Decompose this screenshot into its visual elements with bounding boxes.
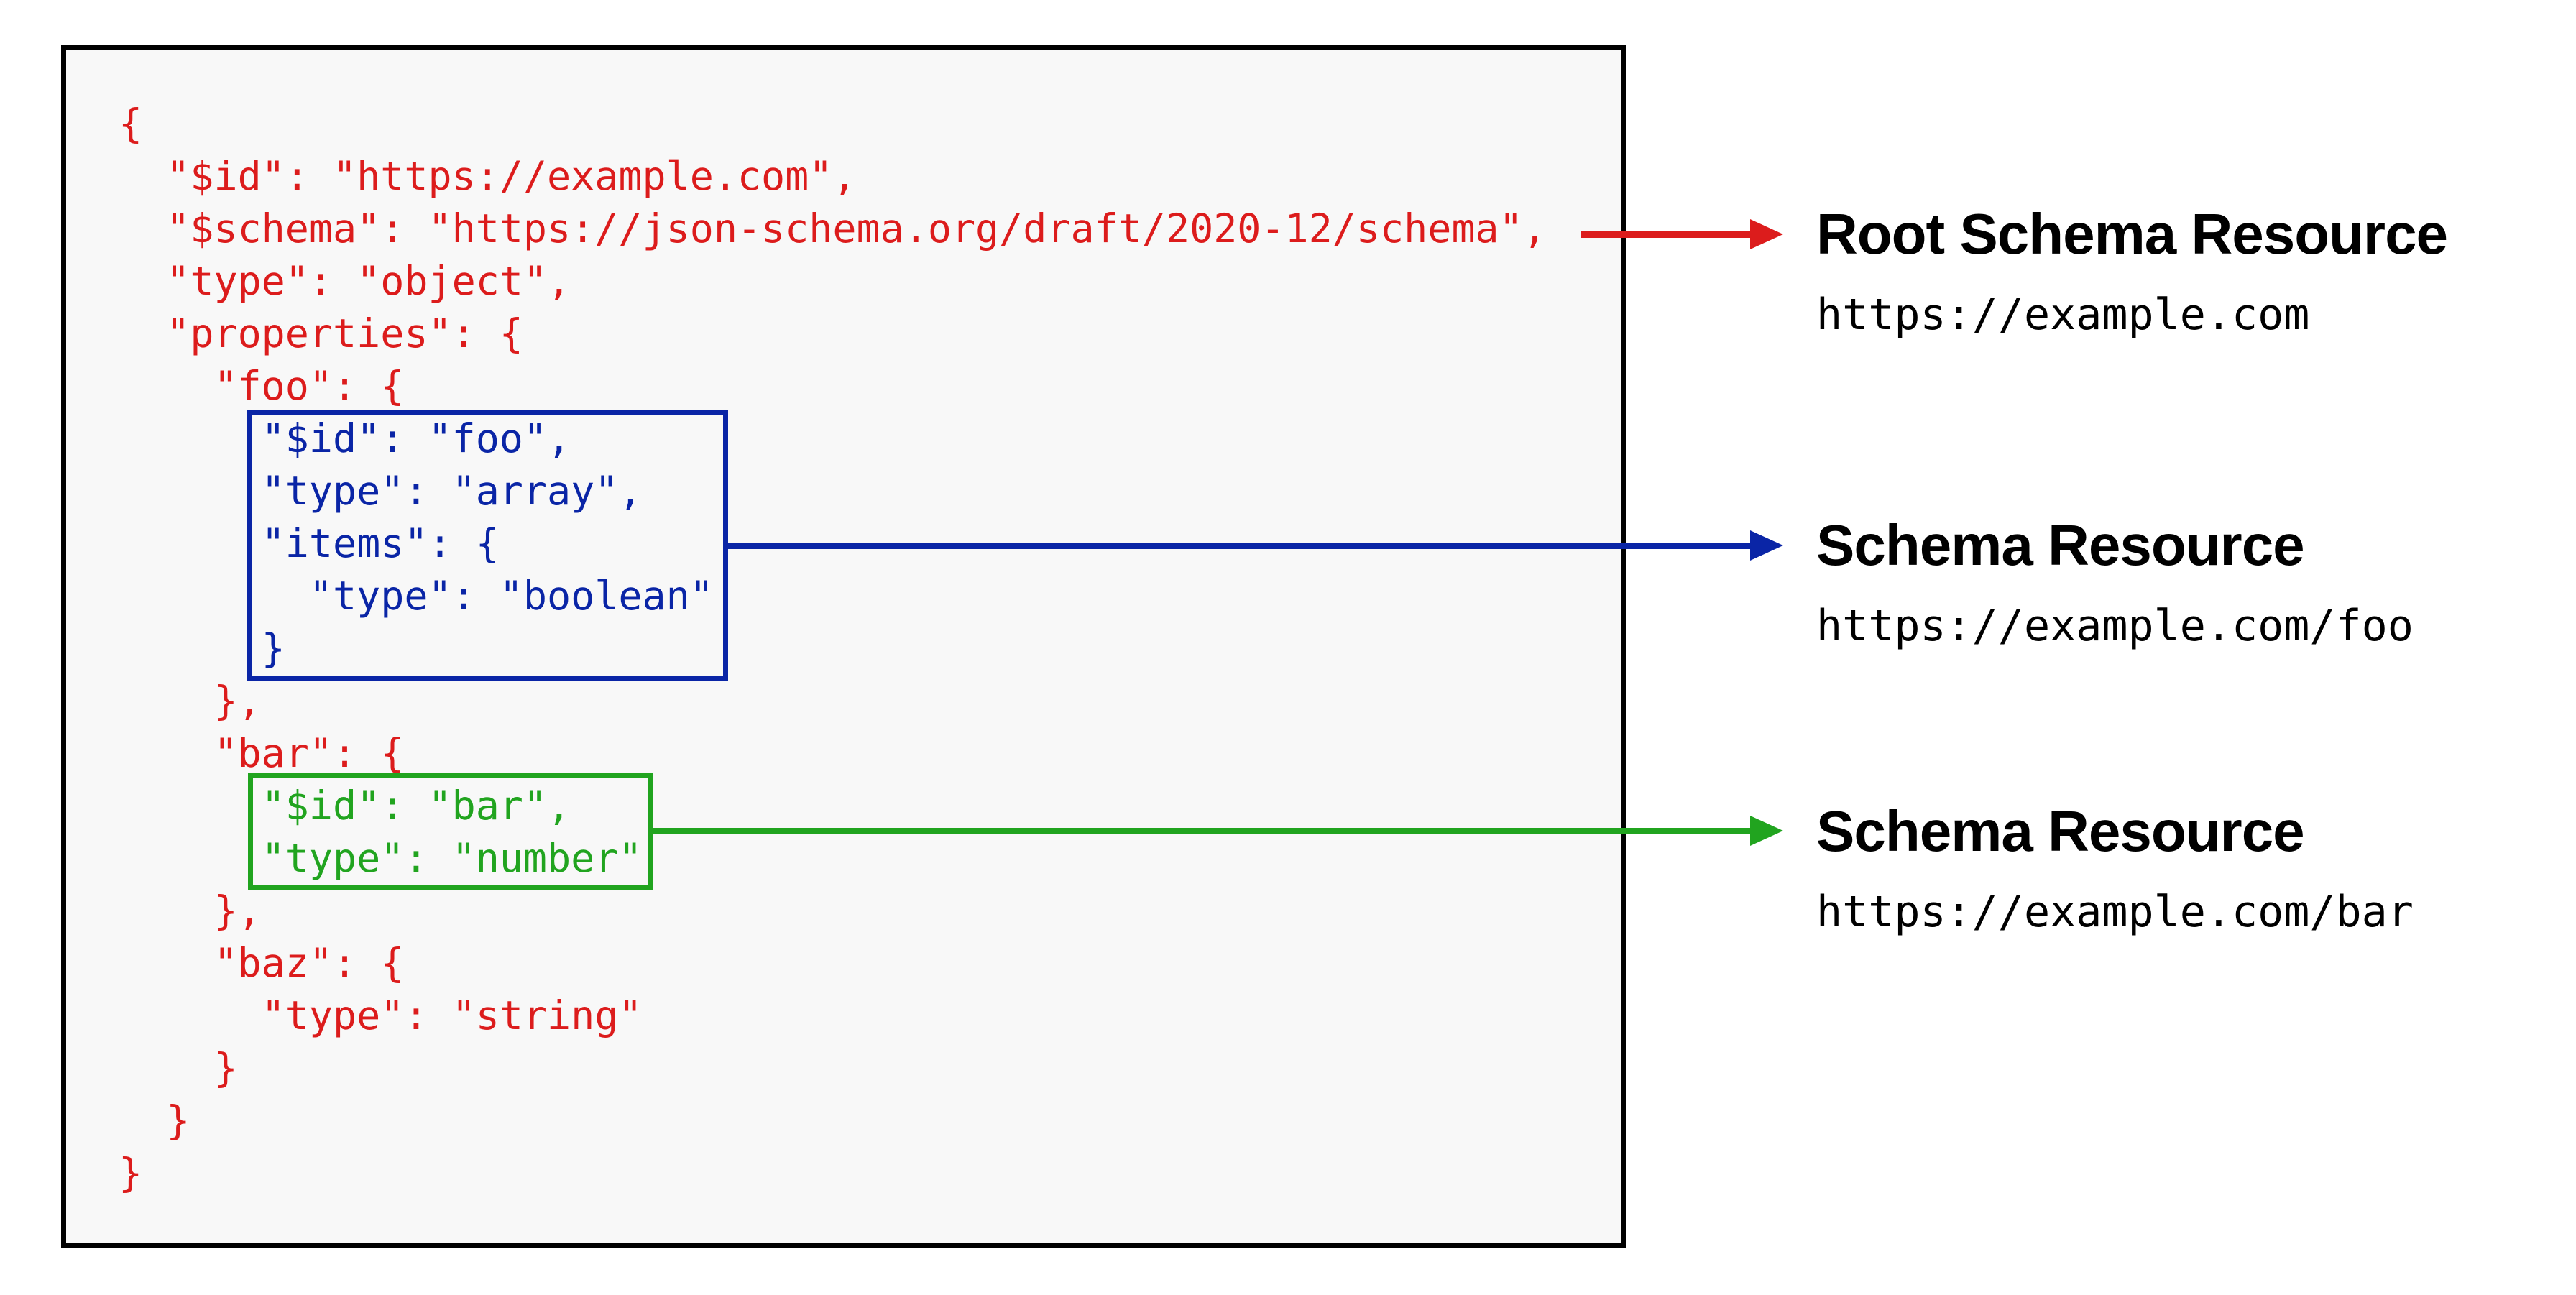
annotation-uri: https://example.com/foo (1816, 601, 2414, 651)
annotation-uri: https://example.com (1816, 290, 2310, 340)
code-line: "type": "number" (119, 835, 643, 881)
arrow-line (723, 543, 1752, 549)
code-line: } (119, 1097, 190, 1143)
code-line: } (119, 1045, 238, 1091)
code-line: "$id": "foo", (119, 415, 571, 461)
code-line: } (119, 625, 285, 671)
code-line: "type": "array", (119, 468, 643, 514)
arrow-line (1581, 231, 1752, 238)
foo-schema-resource-box (247, 410, 728, 681)
code-line: }, (119, 678, 262, 724)
code-line: "$schema": "https://json-schema.org/draf… (119, 206, 1547, 252)
schema-code-panel (61, 45, 1626, 1248)
code-line: "foo": { (119, 363, 405, 409)
code-line: "type": "string" (119, 992, 643, 1038)
code-line: { (119, 101, 143, 147)
code-line: "bar": { (119, 730, 405, 776)
bar-schema-resource-box (248, 773, 653, 890)
code-line: "$id": "bar", (119, 783, 571, 829)
json-schema-code: { "$id": "https://example.com", "$schema… (119, 98, 1547, 1199)
arrow-head-icon (1750, 530, 1783, 561)
code-line: "properties": { (119, 310, 523, 356)
code-line: "type": "object", (119, 258, 571, 304)
annotation-root-schema-resource: Root Schema Resource https://example.com (1816, 201, 2448, 342)
annotation-bar-schema-resource: Schema Resource https://example.com/bar (1816, 798, 2414, 939)
code-line: "baz": { (119, 940, 405, 986)
arrow-head-icon (1750, 816, 1783, 846)
code-line: "items": { (119, 520, 500, 566)
annotation-title: Schema Resource (1816, 513, 2305, 577)
annotation-foo-schema-resource: Schema Resource https://example.com/foo (1816, 512, 2414, 653)
arrow-head-icon (1750, 219, 1783, 249)
code-line: }, (119, 888, 262, 934)
arrow-line (648, 828, 1752, 834)
annotation-title: Root Schema Resource (1816, 202, 2448, 266)
annotation-uri: https://example.com/bar (1816, 887, 2414, 937)
annotation-title: Schema Resource (1816, 799, 2305, 863)
code-line: "$id": "https://example.com", (119, 153, 857, 199)
code-line: "type": "boolean" (119, 573, 714, 619)
code-line: } (119, 1150, 143, 1196)
